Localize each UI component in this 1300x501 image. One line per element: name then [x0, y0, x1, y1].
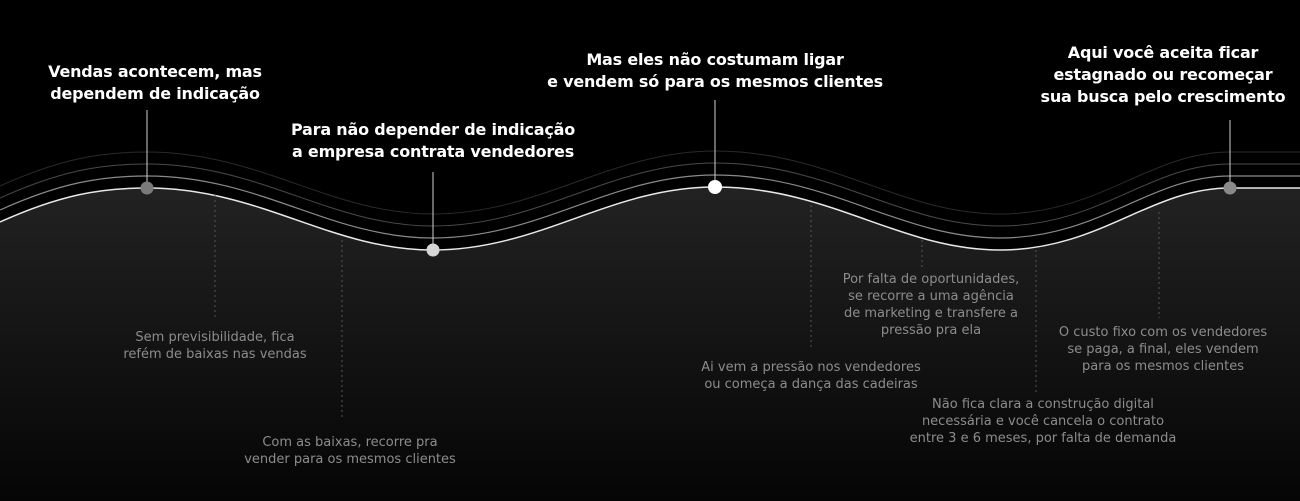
note-text: Sem previsibilidade, fica refém de baixa…: [123, 330, 307, 362]
note-text: Não fica clara a construção digital nece…: [909, 397, 1177, 446]
milestone-dot-3: [708, 180, 722, 194]
note-text: Com as baixas, recorre pra vender para o…: [244, 435, 456, 467]
milestone-dot-2: [426, 243, 440, 257]
note-text: Por falta de oportunidades, se recorre a…: [842, 272, 1020, 338]
wave-area: [0, 187, 1300, 501]
note-text: O custo fixo com os vendedores se paga, …: [1058, 325, 1268, 374]
note-text: Ai vem a pressão nos vendedores ou começ…: [701, 360, 921, 392]
milestone-title: Mas eles não costumam ligar e vendem só …: [547, 50, 883, 91]
milestone-title: Para não depender de indicação a empresa…: [290, 120, 576, 161]
milestone-title: Aqui você aceita ficar estagnado ou reco…: [1040, 43, 1286, 106]
milestone-title: Vendas acontecem, mas dependem de indica…: [48, 62, 262, 103]
milestone-dot-4: [1223, 181, 1237, 195]
milestone-dot-1: [140, 181, 154, 195]
